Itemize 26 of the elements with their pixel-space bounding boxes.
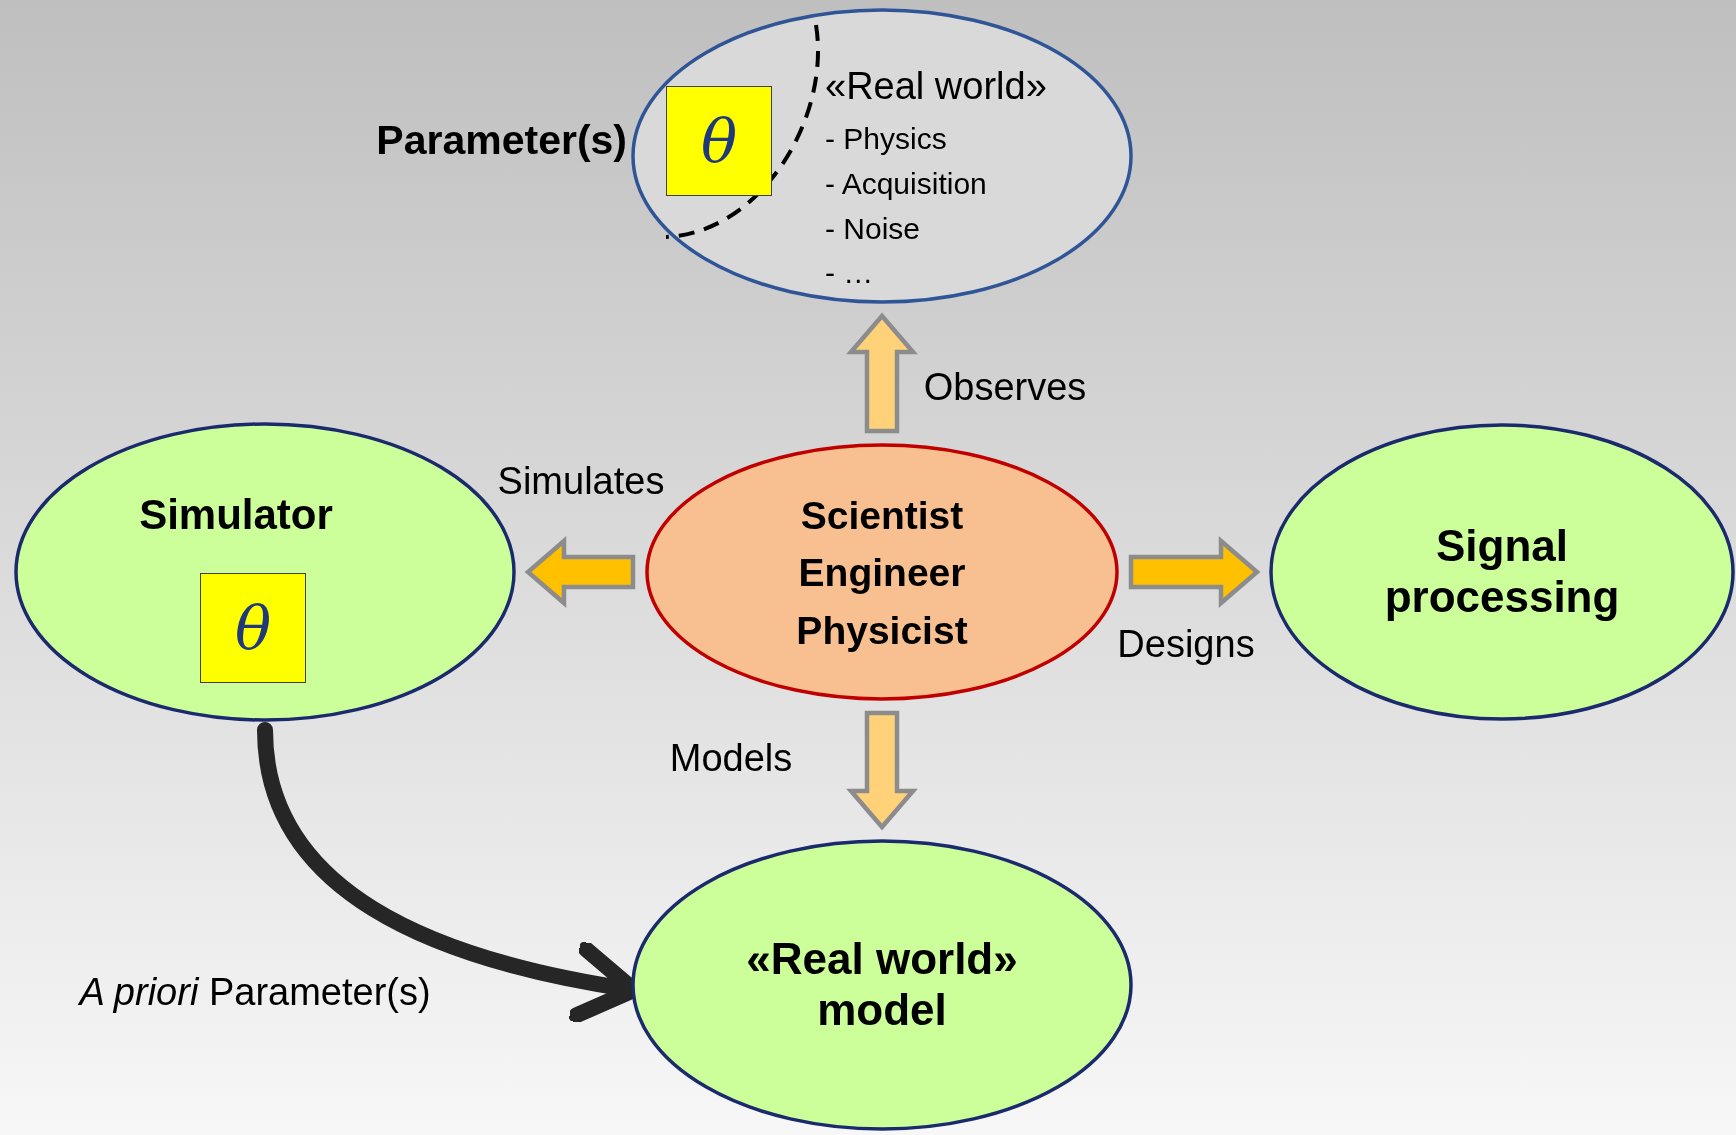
ellipse-node xyxy=(1269,423,1735,721)
arrow xyxy=(1128,536,1261,608)
edge-label: A priori Parameter(s) xyxy=(79,972,431,1014)
arrow xyxy=(524,536,636,608)
arrow xyxy=(846,312,918,434)
edge-label: Designs xyxy=(1117,624,1255,666)
node-label: Physicist xyxy=(796,608,968,654)
node-title: «Real world» xyxy=(825,65,1047,109)
edge-label: Observes xyxy=(923,367,1087,409)
node-label: Scientist xyxy=(800,493,964,539)
edge-label: Models xyxy=(669,738,793,780)
parameter-caption: Parameter(s) xyxy=(376,117,627,165)
node-label: Engineer xyxy=(798,550,966,596)
list-item: - … xyxy=(825,256,874,291)
list-item: - Physics xyxy=(825,122,947,157)
ellipse-node xyxy=(631,839,1133,1131)
list-item: - Acquisition xyxy=(825,167,987,202)
theta-symbol: θ xyxy=(234,598,272,658)
edge-label: Simulates xyxy=(497,461,665,503)
node-label: «Real world» model xyxy=(745,934,1019,1036)
node-label: Simulator xyxy=(139,490,333,540)
parameter-square xyxy=(200,573,306,683)
list-item: - Noise xyxy=(825,212,921,247)
arrow xyxy=(846,710,918,831)
theta-symbol: θ xyxy=(700,111,738,171)
node-label: Signal processing xyxy=(1383,521,1621,623)
